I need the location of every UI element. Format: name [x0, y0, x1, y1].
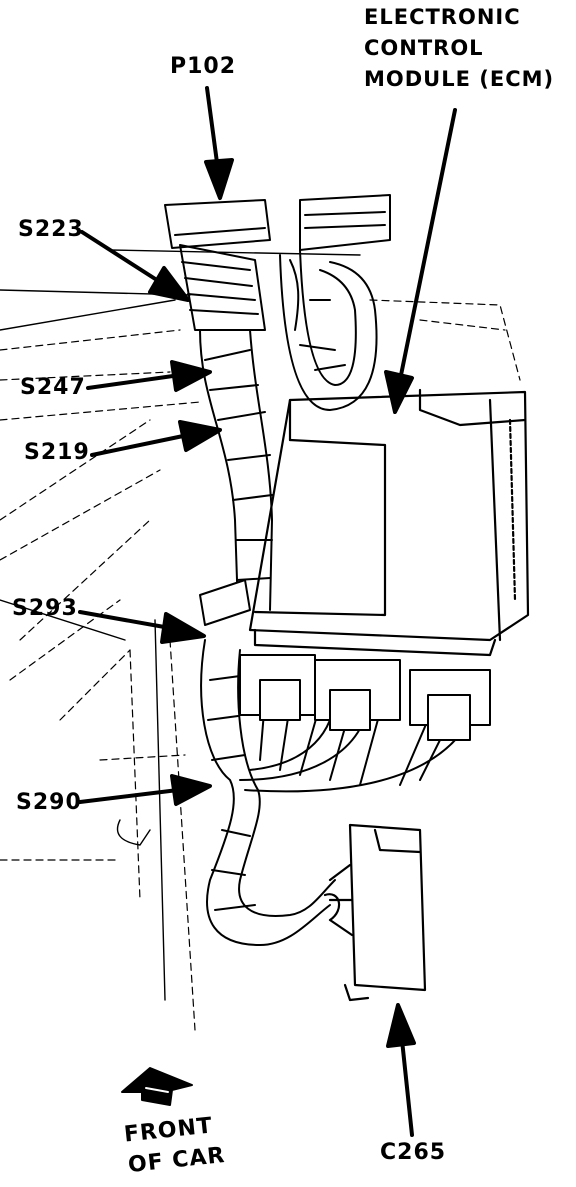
main-harness: [199, 329, 273, 626]
pointer-arrows: [78, 86, 457, 1137]
vehicle-structure-solid: [0, 249, 361, 1001]
vehicle-structure: [0, 299, 521, 1031]
label-s219: S219: [24, 440, 90, 465]
label-p102: P102: [170, 54, 237, 79]
front-of-car-icon: [121, 1067, 193, 1106]
label-s223: S223: [18, 217, 84, 242]
label-s290: S290: [16, 790, 82, 815]
lower-harness: [200, 639, 471, 946]
ecm-connectors: [239, 654, 491, 741]
label-ecm-line2: CONTROL: [364, 36, 484, 60]
label-ecm: ELECTRONIC CONTROL MODULE (ECM): [364, 2, 554, 95]
label-ecm-line3: MODULE (ECM): [364, 67, 555, 91]
label-s293: S293: [12, 596, 78, 621]
c265-connector: [323, 823, 427, 1002]
ecm-module: [248, 388, 530, 657]
label-c265: C265: [380, 1140, 447, 1165]
label-ecm-line1: ELECTRONIC: [364, 5, 521, 29]
label-s247: S247: [20, 375, 86, 400]
upper-harness-loop: [279, 194, 391, 411]
p102-connector: [164, 199, 271, 331]
